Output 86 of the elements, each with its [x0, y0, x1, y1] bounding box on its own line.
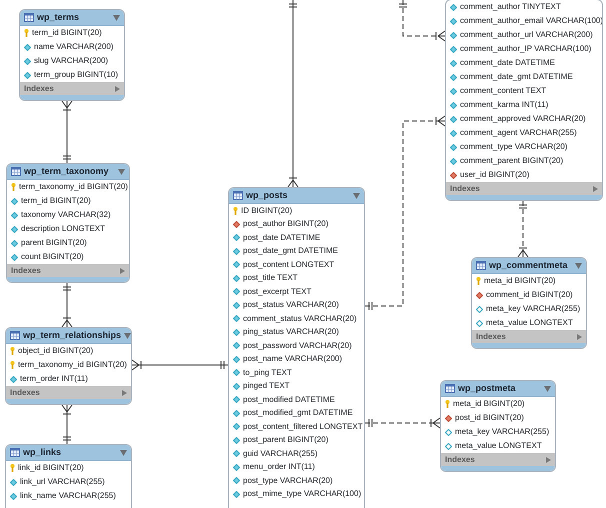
column-name: post_status VARCHAR(20) — [243, 299, 339, 312]
column-name: post_name VARCHAR(200) — [243, 353, 342, 366]
indexes-label: Indexes — [476, 330, 506, 342]
column-name: name VARCHAR(200) — [34, 41, 114, 53]
column-name: comment_author_url VARCHAR(200) — [460, 29, 593, 41]
indexes-label: Indexes — [445, 454, 475, 466]
table-box — [6, 163, 130, 283]
column-name: comment_id BIGINT(20) — [486, 289, 573, 301]
table-name: wp_term_taxonomy — [24, 164, 110, 178]
column-name: ID BIGINT(20) — [241, 204, 292, 217]
relationship-line — [364, 116, 446, 310]
column-name: term_order INT(11) — [20, 373, 88, 385]
table-box — [5, 327, 132, 405]
relationship-line — [132, 360, 228, 370]
column-name: post_mime_type VARCHAR(100) — [243, 488, 362, 500]
table-name: wp_terms — [37, 10, 80, 24]
column-name: term_taxonomy_id BIGINT(20) — [18, 359, 127, 371]
indexes-label: Indexes — [450, 182, 480, 194]
column-name: link_name VARCHAR(255) — [20, 490, 116, 502]
column-name: taxonomy VARCHAR(32) — [21, 209, 111, 221]
table-name: wp_postmeta — [458, 382, 517, 395]
column-name: term_id BIGINT(20) — [21, 195, 91, 207]
column-name: comment_date_gmt DATETIME — [460, 71, 573, 83]
relationship-line — [399, 0, 446, 42]
column-name: comment_author_IP VARCHAR(100) — [460, 43, 592, 55]
indexes-label: Indexes — [11, 264, 41, 276]
column-name: post_modified DATETIME — [243, 394, 335, 406]
table-name: wp_posts — [246, 188, 289, 202]
indexes-label: Indexes — [10, 386, 40, 398]
relationship-line — [62, 282, 72, 328]
relationship-line — [518, 200, 528, 258]
column-name: post_modified_gmt DATETIME — [243, 407, 353, 420]
column-name: term_taxonomy_id BIGINT(20) — [19, 181, 128, 193]
column-name: pinged TEXT — [243, 380, 290, 392]
column-name: guid VARCHAR(255) — [243, 448, 318, 460]
column-name: term_id BIGINT(20) — [32, 27, 102, 39]
column-name: meta_value LONGTEXT — [486, 317, 573, 329]
column-name: post_title TEXT — [243, 272, 298, 284]
column-name: comment_author TINYTEXT — [460, 1, 561, 13]
column-name: post_id BIGINT(20) — [455, 412, 524, 424]
relationship-line — [364, 418, 440, 428]
column-name: parent BIGINT(20) — [21, 237, 87, 249]
column-name: post_author BIGINT(20) — [243, 218, 328, 230]
table-name: wp_links — [23, 446, 62, 459]
column-name: post_date DATETIME — [243, 232, 320, 244]
table-box — [19, 9, 125, 101]
column-name: post_content_filtered LONGTEXT — [243, 420, 363, 433]
column-name: meta_id BIGINT(20) — [453, 398, 525, 410]
column-name: comment_type VARCHAR(20) — [460, 141, 568, 153]
column-name: post_parent BIGINT(20) — [243, 434, 328, 446]
column-name: term_group BIGINT(10) — [34, 69, 118, 81]
column-name: to_ping TEXT — [243, 366, 292, 379]
column-name: post_content LONGTEXT — [243, 258, 334, 271]
table-name: wp_term_relationships — [23, 328, 122, 342]
column-name: count BIGINT(20) — [21, 251, 84, 263]
column-name: comment_approved VARCHAR(20) — [460, 113, 586, 125]
indexes-label: Indexes — [24, 82, 54, 94]
column-name: link_id BIGINT(20) — [18, 462, 84, 474]
column-name: post_type VARCHAR(20) — [243, 474, 333, 487]
column-name: object_id BIGINT(20) — [18, 345, 94, 357]
column-name: comment_date DATETIME — [460, 57, 555, 69]
column-name: meta_value LONGTEXT — [455, 440, 542, 452]
column-name: post_excerpt TEXT — [243, 286, 312, 298]
column-name: meta_id BIGINT(20) — [484, 275, 556, 287]
column-name: comment_status VARCHAR(20) — [243, 312, 357, 325]
column-name: ping_status VARCHAR(20) — [243, 326, 339, 338]
column-name: post_date_gmt DATETIME — [243, 245, 338, 258]
column-name: description LONGTEXT — [21, 223, 106, 235]
column-name: meta_key VARCHAR(255) — [455, 426, 550, 438]
column-name: menu_order INT(11) — [243, 461, 315, 474]
column-name: comment_parent BIGINT(20) — [460, 155, 564, 167]
table-name: wp_commentmeta — [489, 258, 569, 272]
column-name: comment_content TEXT — [460, 85, 546, 97]
column-name: post_password VARCHAR(20) — [243, 340, 352, 352]
relationship-line — [62, 100, 72, 164]
relationship-line — [62, 404, 72, 444]
column-name: comment_karma INT(11) — [460, 99, 548, 111]
table-box — [471, 257, 587, 349]
table-box — [445, 0, 603, 201]
relationship-line — [288, 0, 298, 188]
column-name: slug VARCHAR(200) — [34, 55, 108, 67]
column-name: user_id BIGINT(20) — [460, 169, 530, 181]
column-name: comment_agent VARCHAR(255) — [460, 127, 577, 139]
column-name: meta_key VARCHAR(255) — [486, 303, 580, 315]
column-name: link_url VARCHAR(255) — [20, 476, 105, 488]
table-box — [440, 380, 556, 472]
